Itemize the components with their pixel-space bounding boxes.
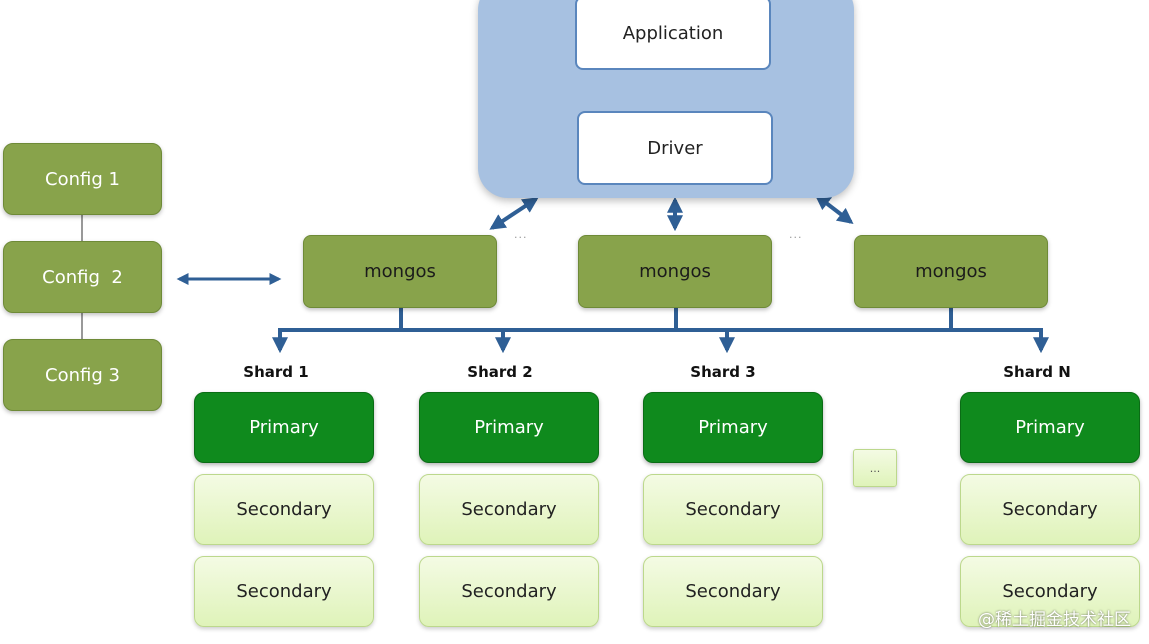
shard-3-secondary-1[interactable]: Secondary xyxy=(643,474,823,545)
mongos-label: mongos xyxy=(364,261,436,282)
config-label: Config 2 xyxy=(42,266,123,288)
mongos-gap-dots-2: ... xyxy=(789,228,803,241)
mongos-gap-dots-1: ... xyxy=(514,228,528,241)
secondary-label: Secondary xyxy=(1002,581,1098,602)
config-server-3[interactable]: Config 3 xyxy=(3,339,162,411)
secondary-label: Secondary xyxy=(685,581,781,602)
mongos-router-3[interactable]: mongos xyxy=(854,235,1048,308)
mongos-label: mongos xyxy=(639,261,711,282)
watermark: @稀土掘金技术社区 xyxy=(978,610,1131,630)
shard-n-label: Shard N xyxy=(1003,363,1071,381)
shard-2-secondary-1[interactable]: Secondary xyxy=(419,474,599,545)
application-box[interactable]: Application xyxy=(575,0,771,70)
secondary-label: Secondary xyxy=(236,499,332,520)
secondary-label: Secondary xyxy=(236,581,332,602)
mongos-router-2[interactable]: mongos xyxy=(578,235,772,308)
ellipsis-label: ... xyxy=(869,461,881,475)
driver-box[interactable]: Driver xyxy=(577,111,773,185)
shard-1-label: Shard 1 xyxy=(243,363,309,381)
primary-label: Primary xyxy=(1015,417,1085,438)
primary-label: Primary xyxy=(698,417,768,438)
shard-1-secondary-1[interactable]: Secondary xyxy=(194,474,374,545)
config-label: Config 1 xyxy=(45,168,120,190)
shard-3-primary[interactable]: Primary xyxy=(643,392,823,463)
arrow-driver-mongos-3 xyxy=(814,194,854,224)
shard-n-primary[interactable]: Primary xyxy=(960,392,1140,463)
shard-n-secondary-2[interactable]: Secondary xyxy=(960,556,1140,627)
arrow-driver-mongos-1 xyxy=(489,197,539,230)
mongos-router-1[interactable]: mongos xyxy=(303,235,497,308)
config-server-1[interactable]: Config 1 xyxy=(3,143,162,215)
driver-label: Driver xyxy=(647,137,703,159)
mongos-label: mongos xyxy=(915,261,987,282)
secondary-label: Secondary xyxy=(1002,499,1098,520)
shard-2-secondary-2[interactable]: Secondary xyxy=(419,556,599,627)
config-server-2[interactable]: Config 2 xyxy=(3,241,162,313)
secondary-label: Secondary xyxy=(461,581,557,602)
shard-3-secondary-2[interactable]: Secondary xyxy=(643,556,823,627)
secondary-label: Secondary xyxy=(685,499,781,520)
primary-label: Primary xyxy=(249,417,319,438)
shard-n-secondary-1[interactable]: Secondary xyxy=(960,474,1140,545)
shard-1-primary[interactable]: Primary xyxy=(194,392,374,463)
shard-1-secondary-2[interactable]: Secondary xyxy=(194,556,374,627)
shard-2-label: Shard 2 xyxy=(467,363,533,381)
config-label: Config 3 xyxy=(45,364,120,386)
more-shards-ellipsis: ... xyxy=(853,449,897,487)
shard-2-primary[interactable]: Primary xyxy=(419,392,599,463)
shard-3-label: Shard 3 xyxy=(690,363,756,381)
primary-label: Primary xyxy=(474,417,544,438)
application-label: Application xyxy=(622,22,724,44)
secondary-label: Secondary xyxy=(461,499,557,520)
